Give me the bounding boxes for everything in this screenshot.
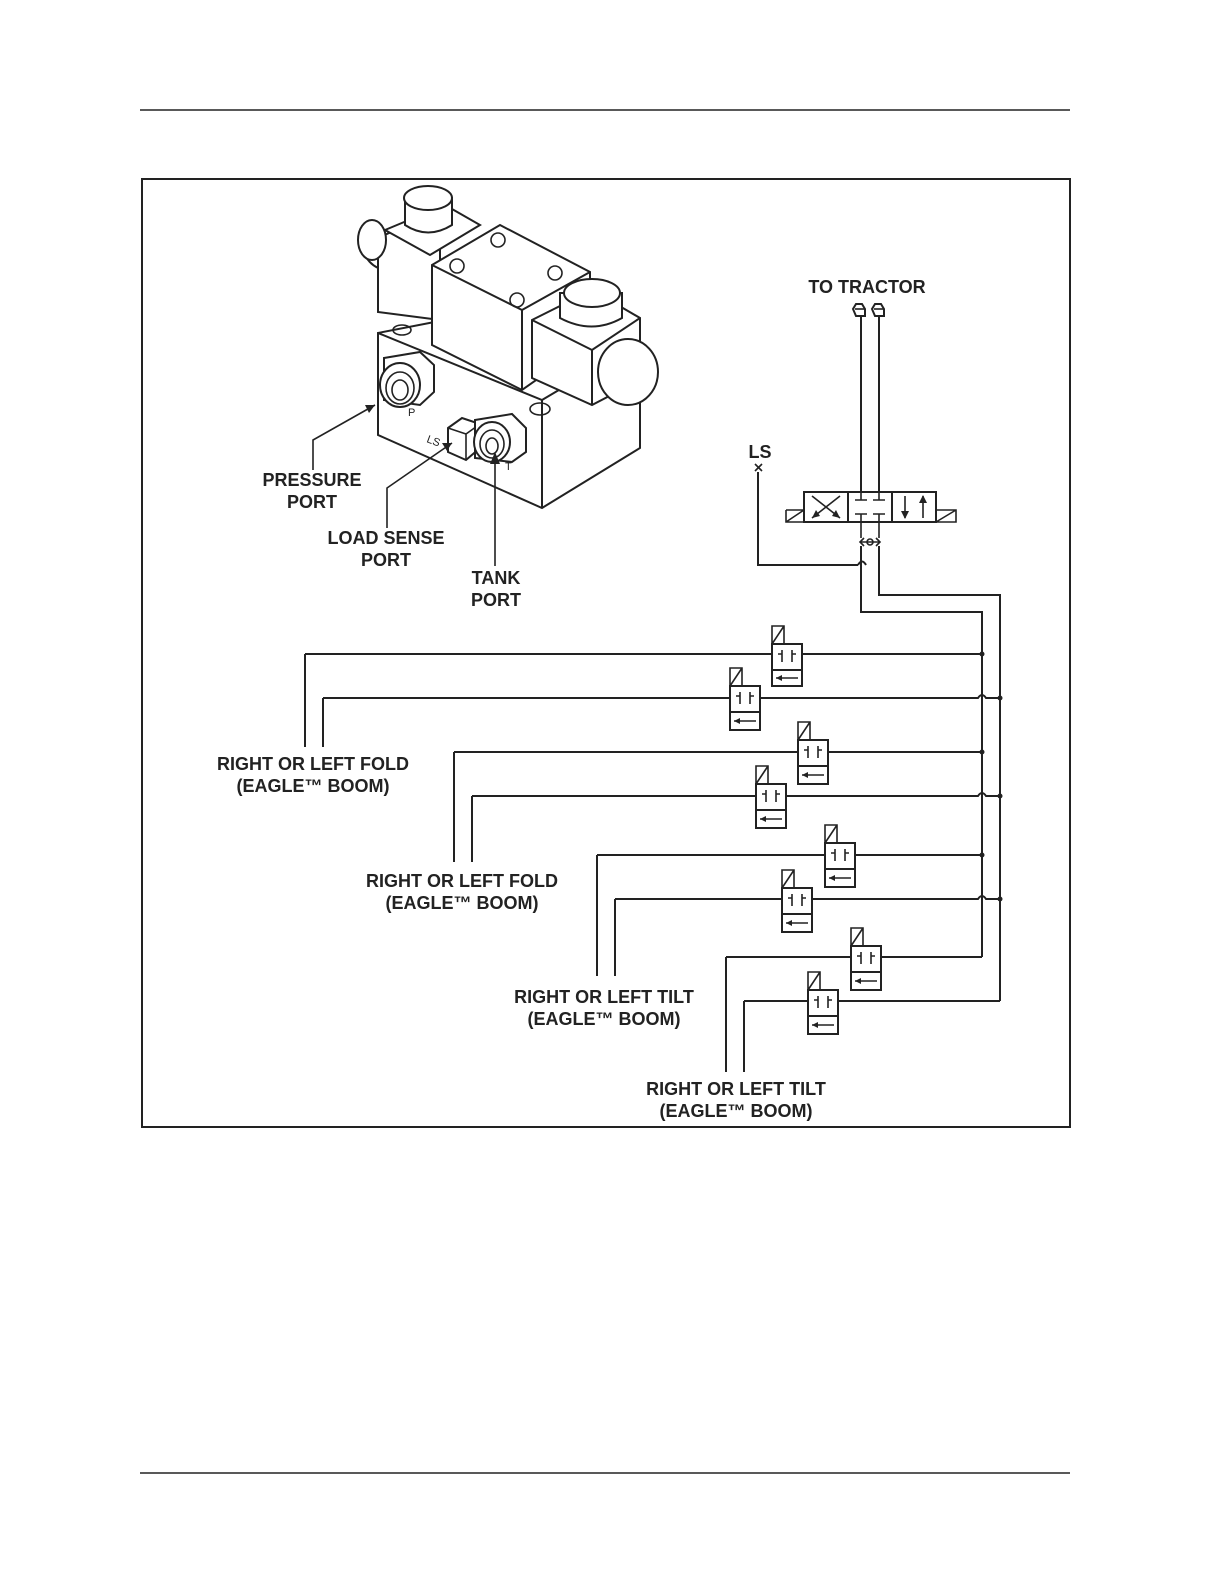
shuttle-check-valve — [860, 522, 880, 546]
solenoid-valve-3 — [798, 722, 828, 784]
pressure-port-label-2: PORT — [287, 492, 337, 512]
output-3-label-line2: (EAGLE™ BOOM) — [528, 1009, 681, 1029]
output-2-label-line2: (EAGLE™ BOOM) — [386, 893, 539, 913]
solenoid-valve-8 — [808, 972, 838, 1034]
solenoid-valves — [730, 626, 881, 1034]
output-4-label-line2: (EAGLE™ BOOM) — [660, 1101, 813, 1121]
to-tractor-label: TO TRACTOR — [808, 277, 925, 297]
directional-control-valve — [786, 492, 956, 522]
output-3-label-line1: RIGHT OR LEFT TILT — [514, 987, 694, 1007]
output-1-label-line2: (EAGLE™ BOOM) — [237, 776, 390, 796]
pressure-port-label-1: PRESSURE — [262, 470, 361, 490]
tractor-couplers — [853, 304, 884, 316]
output-1-label-line1: RIGHT OR LEFT FOLD — [217, 754, 409, 774]
branch-lines — [305, 652, 1003, 1002]
solenoid-valve-6 — [782, 870, 812, 932]
output-2-label-line1: RIGHT OR LEFT FOLD — [366, 871, 558, 891]
tank-port-label-2: PORT — [471, 590, 521, 610]
valve-illustration: P LS T — [358, 186, 658, 508]
solenoid-valve-4 — [756, 766, 786, 828]
port-letter-p: P — [408, 407, 415, 419]
ls-port-marker — [755, 464, 762, 471]
load-sense-port-label-1: LOAD SENSE — [327, 528, 444, 548]
solenoid-valve-1 — [772, 626, 802, 686]
solenoid-valve-7 — [851, 928, 881, 990]
ls-label: LS — [748, 442, 771, 462]
tank-port-label-1: TANK — [472, 568, 521, 588]
load-sense-port-label-2: PORT — [361, 550, 411, 570]
port-letter-t: T — [505, 461, 512, 473]
output-4-label-line1: RIGHT OR LEFT TILT — [646, 1079, 826, 1099]
solenoid-valve-5 — [825, 825, 855, 887]
solenoid-valve-2 — [730, 668, 760, 730]
